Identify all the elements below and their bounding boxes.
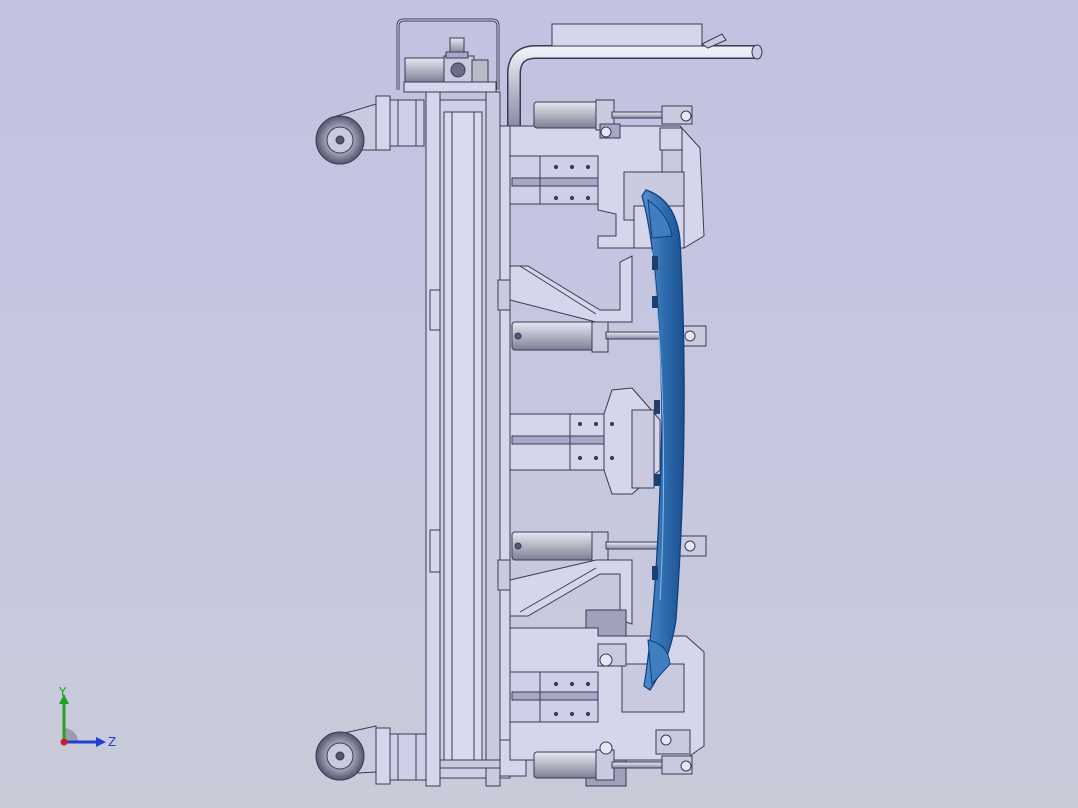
top-box	[551, 23, 727, 49]
cylinder-2	[511, 321, 707, 353]
support-gusset-1	[509, 255, 633, 323]
caster-wheel-bottom[interactable]	[315, 725, 427, 785]
support-gusset-2	[509, 559, 633, 625]
clamp-block-middle	[509, 387, 661, 495]
z-axis-label: Z	[108, 735, 116, 749]
y-axis-label: Y	[58, 685, 67, 699]
top-handle	[396, 18, 500, 90]
main-frame	[425, 91, 511, 787]
cylinder-1	[533, 99, 693, 151]
top-motor	[403, 37, 497, 93]
cylinder-4	[533, 741, 693, 781]
blue-panel-part[interactable]	[641, 189, 685, 691]
top-pipe	[507, 44, 763, 126]
caster-wheel-top[interactable]	[315, 95, 425, 165]
coordinate-triad[interactable]: Y Z	[48, 684, 128, 760]
